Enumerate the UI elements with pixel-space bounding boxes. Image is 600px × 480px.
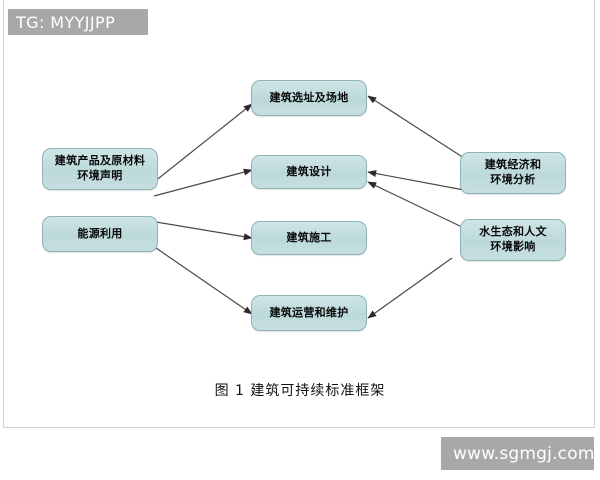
node-label: 建筑设计 [286,164,332,178]
node-site-selection[interactable]: 建筑选址及场地 [251,80,367,116]
edge-economy-to-site [367,95,465,159]
node-label: 建筑运营和维护 [269,305,349,319]
edge-water-to-design [367,181,465,229]
figure-caption: 图 1 建筑可持续标准框架 [214,383,386,399]
edge-product-to-design [153,168,253,197]
node-label: 能源利用 [77,226,123,240]
node-label: 建筑施工 [286,230,332,244]
node-economy-environment-analysis[interactable]: 建筑经济和环境分析 [460,152,566,194]
node-label: 建筑经济和环境分析 [484,158,542,186]
node-product-declaration[interactable]: 建筑产品及原材料环境声明 [42,148,158,190]
node-water-ecology-impact[interactable]: 水生态和人文环境影响 [460,219,566,261]
node-label: 水生态和人文环境影响 [479,225,547,253]
node-construction[interactable]: 建筑施工 [251,221,367,255]
edge-product-to-site [153,103,253,183]
edge-water-to-operation [367,257,453,319]
node-label: 建筑产品及原材料环境声明 [54,154,146,182]
node-operation-maintenance[interactable]: 建筑运营和维护 [251,295,367,331]
edge-energy-to-construction [155,221,253,241]
node-label: 建筑选址及场地 [269,90,349,104]
node-architectural-design[interactable]: 建筑设计 [251,155,367,189]
watermark-top-left: TG: MYYJJPP [8,9,148,35]
node-energy-use[interactable]: 能源利用 [42,216,158,252]
edge-economy-to-design [367,170,465,191]
watermark-bottom-right: www.sgmgj.com [441,437,594,470]
edge-energy-to-operation [155,247,253,315]
document-sheet [3,0,595,428]
